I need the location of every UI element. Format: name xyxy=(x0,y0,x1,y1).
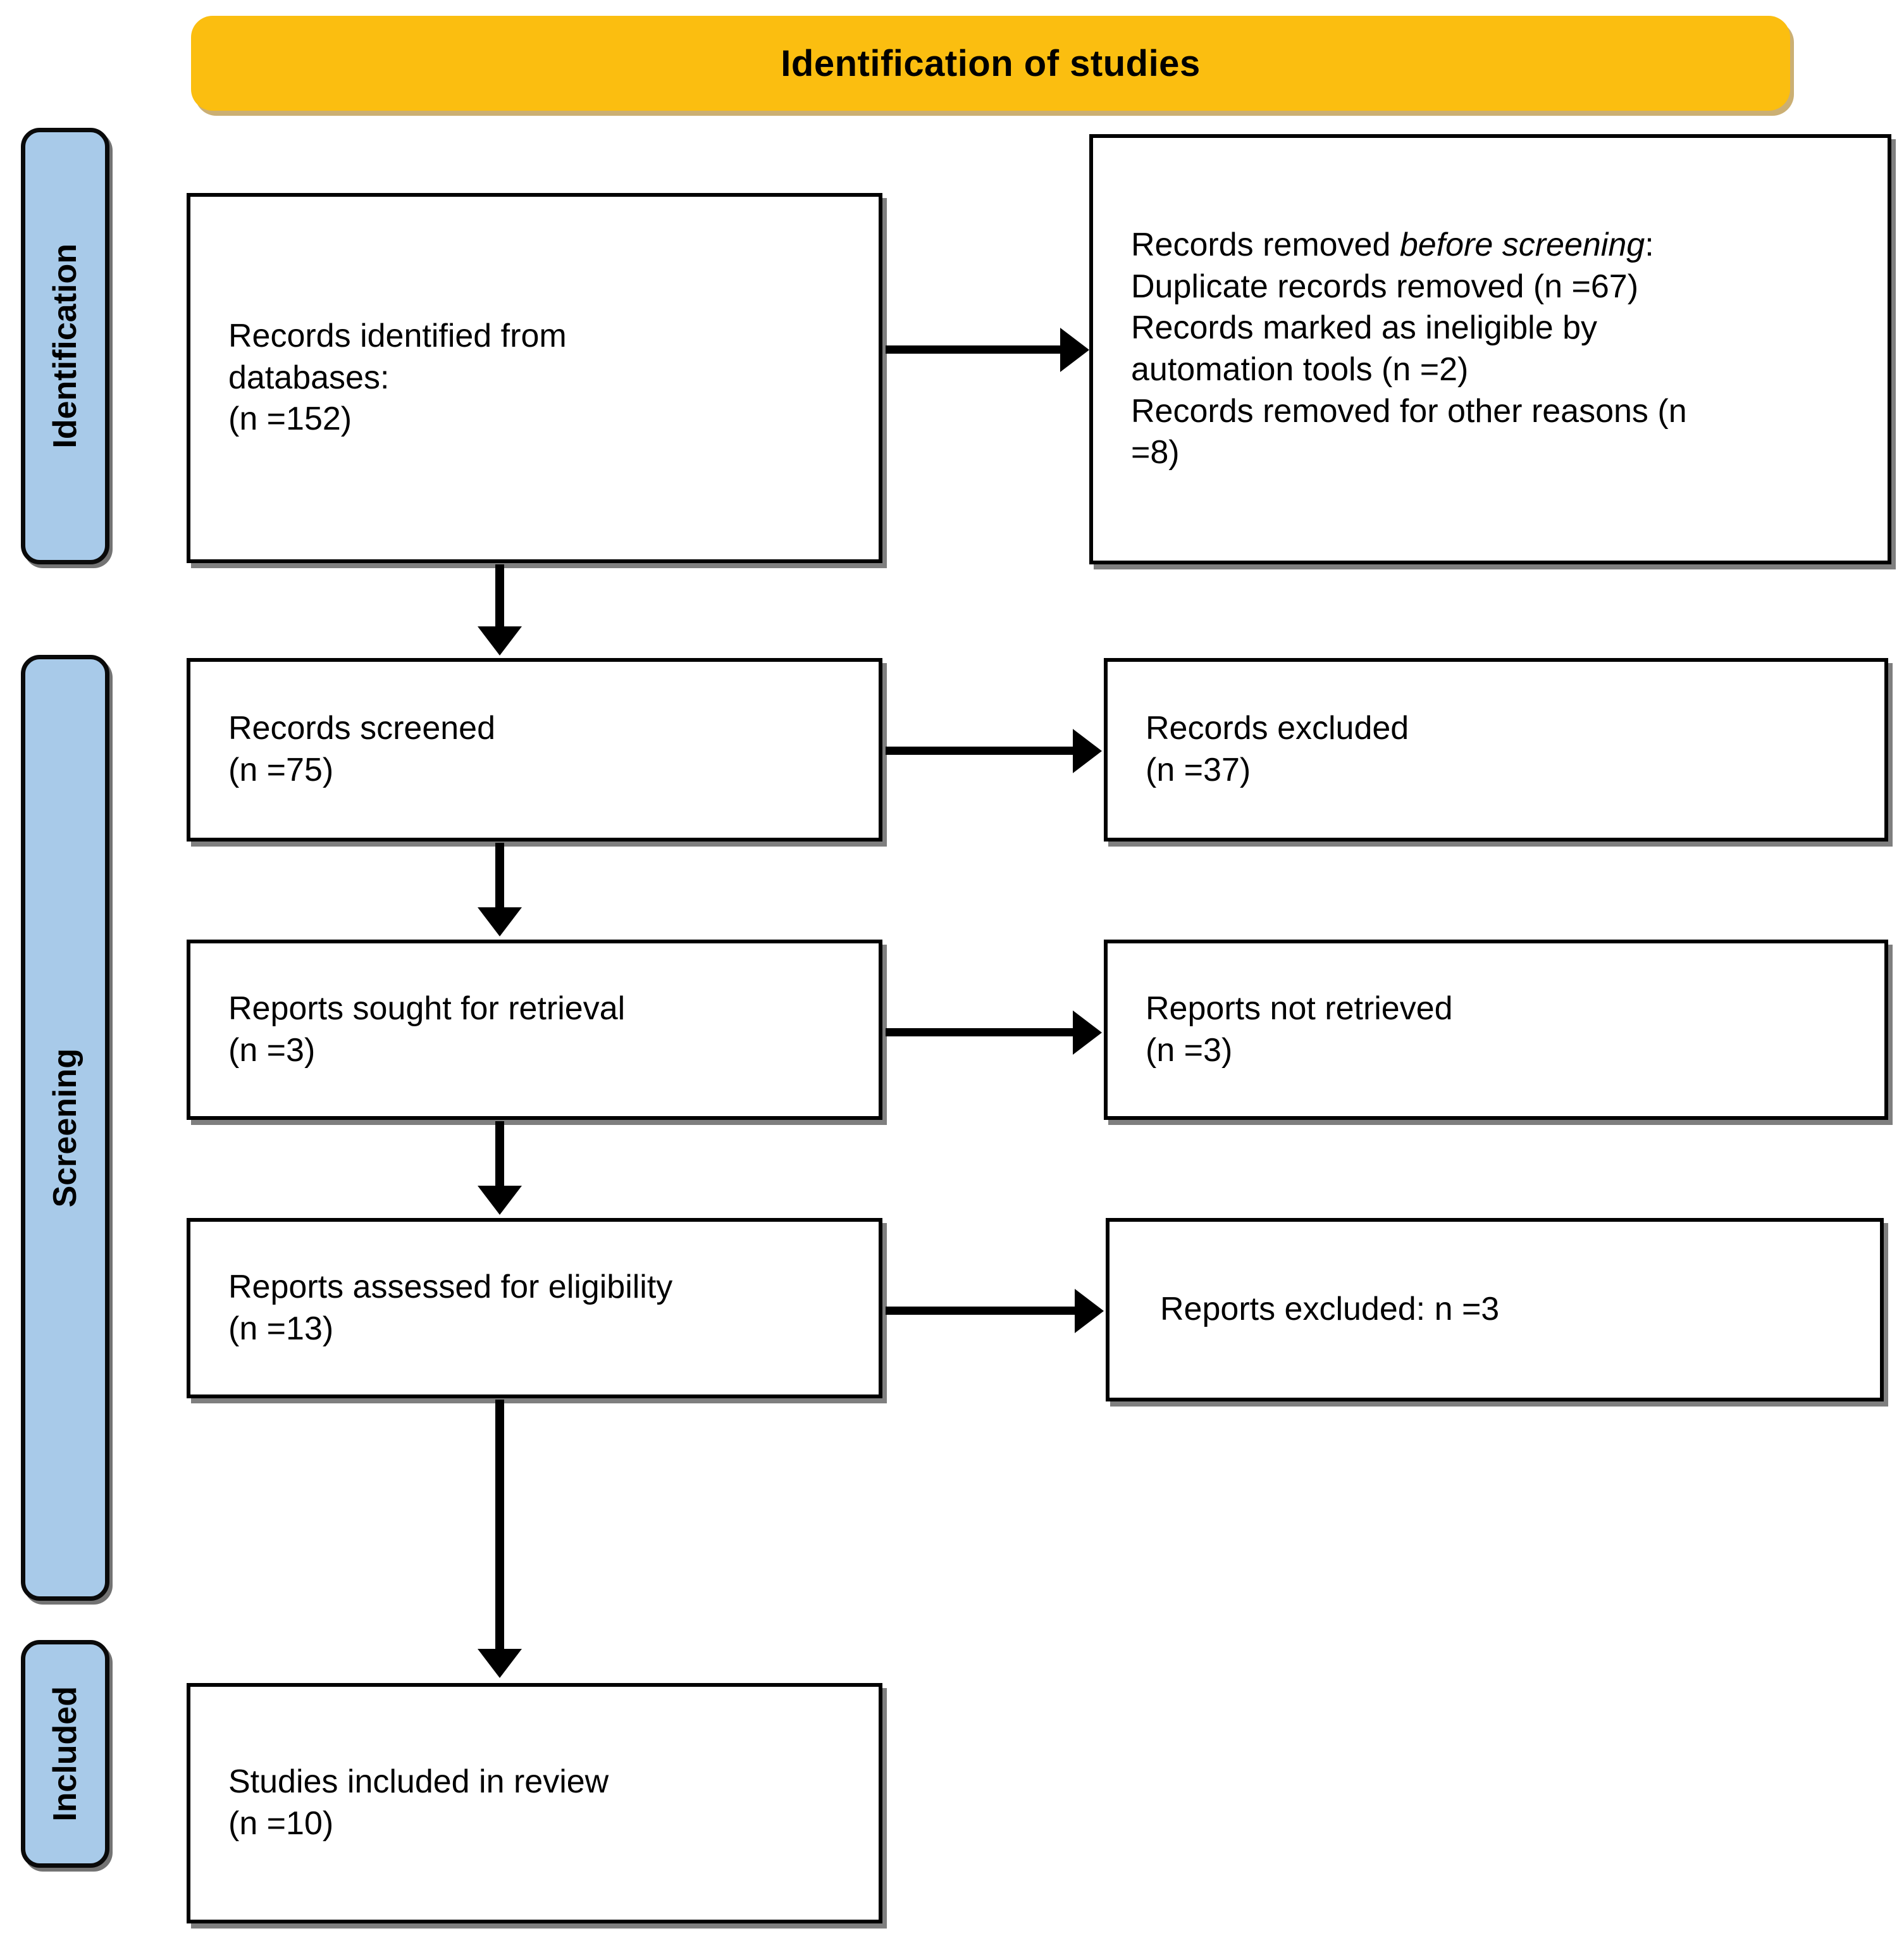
box-records-screened: Records screened (n =75) xyxy=(187,658,882,842)
records-screened-count: (n =75) xyxy=(228,752,334,788)
reports-sought-label: Reports sought for retrieval xyxy=(228,990,626,1027)
stage-bar-included: Included xyxy=(21,1640,109,1868)
stage-bar-screening: Screening xyxy=(21,655,109,1601)
records-removed-heading-suffix: : xyxy=(1645,227,1654,264)
box-reports-not-retrieved: Reports not retrieved (n =3) xyxy=(1104,940,1888,1120)
box-records-removed-before-screening: Records removed before screening: Duplic… xyxy=(1089,134,1891,564)
box-studies-included-in-review: Studies included in review (n =10) xyxy=(187,1683,882,1923)
arrow-right-identified-to-removed xyxy=(886,345,1063,354)
reports-sought-count: (n =3) xyxy=(228,1031,316,1069)
box-records-identified: Records identified from databases: (n =1… xyxy=(187,193,882,563)
arrow-down-assessed-to-included xyxy=(495,1400,504,1653)
banner-title: Identification of studies xyxy=(781,42,1201,84)
stage-label-screening: Screening xyxy=(47,1048,83,1208)
reports-assessed-label: Reports assessed for eligibility xyxy=(228,1268,673,1305)
stage-label-included: Included xyxy=(47,1686,83,1822)
studies-included-count: (n =10) xyxy=(228,1805,334,1842)
box-reports-sought-for-retrieval: Reports sought for retrieval (n =3) xyxy=(187,940,882,1120)
records-removed-heading-prefix: Records removed xyxy=(1131,227,1400,264)
stage-label-identification: Identification xyxy=(47,244,83,449)
reports-excluded-label: Reports excluded: n =3 xyxy=(1160,1291,1500,1328)
box-records-excluded: Records excluded (n =37) xyxy=(1104,658,1888,842)
reports-assessed-count: (n =13) xyxy=(228,1310,334,1347)
arrow-down-identified-to-screened xyxy=(495,564,504,630)
removed-other-reasons-line1: Records removed for other reasons (n xyxy=(1131,392,1687,430)
arrow-right-assessed-to-reports-excluded xyxy=(886,1307,1077,1315)
ineligible-automation-line1: Records marked as ineligible by xyxy=(1131,309,1598,347)
records-excluded-count: (n =37) xyxy=(1146,752,1251,788)
arrow-right-sought-to-not-retrieved xyxy=(886,1028,1075,1036)
records-excluded-label: Records excluded xyxy=(1146,710,1409,747)
stage-bar-identification: Identification xyxy=(21,128,109,564)
box-reports-assessed-for-eligibility: Reports assessed for eligibility (n =13) xyxy=(187,1218,882,1398)
records-removed-heading: Records removed before screening: xyxy=(1131,225,1869,266)
records-identified-line1: Records identified from xyxy=(228,318,567,355)
box-reports-excluded: Reports excluded: n =3 xyxy=(1106,1218,1884,1401)
reports-not-retrieved-count: (n =3) xyxy=(1146,1031,1233,1069)
arrow-down-sought-to-assessed xyxy=(495,1121,504,1190)
removed-other-reasons-line2: =8) xyxy=(1131,434,1180,471)
studies-included-label: Studies included in review xyxy=(228,1763,609,1801)
identification-banner: Identification of studies xyxy=(191,16,1790,111)
records-identified-line2: databases: xyxy=(228,359,390,396)
records-removed-heading-italic: before screening xyxy=(1399,227,1645,264)
records-identified-count: (n =152) xyxy=(228,401,352,438)
records-screened-label: Records screened xyxy=(228,710,495,747)
ineligible-automation-line2: automation tools (n =2) xyxy=(1131,351,1469,388)
arrow-down-screened-to-sought xyxy=(495,843,504,911)
arrow-right-screened-to-excluded xyxy=(886,747,1075,755)
reports-not-retrieved-label: Reports not retrieved xyxy=(1146,990,1453,1027)
duplicate-records-removed: Duplicate records removed (n =67) xyxy=(1131,268,1639,305)
